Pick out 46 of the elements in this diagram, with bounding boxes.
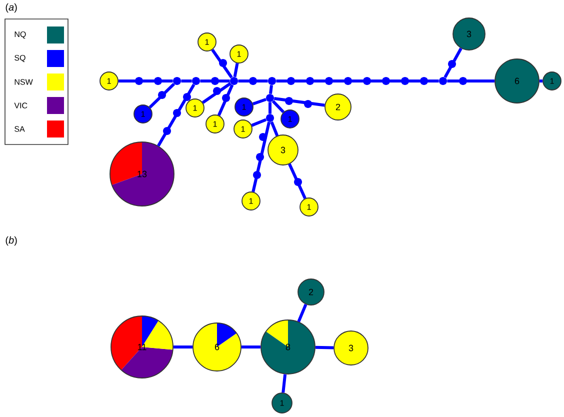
- network-link: [447, 80, 495, 82]
- legend-label: VIC: [14, 102, 28, 108]
- network-link: [211, 48, 233, 78]
- legend-label: NSW: [14, 79, 33, 85]
- network-link: [288, 163, 306, 200]
- network-link: [233, 63, 239, 78]
- network-link: [539, 80, 543, 82]
- network-link: [202, 82, 232, 104]
- network-link: [157, 84, 196, 147]
- pie-chart-node: 13: [110, 142, 174, 206]
- network-link: [315, 346, 334, 350]
- network-link: [118, 80, 173, 82]
- network-link: [217, 84, 234, 116]
- network-link: [268, 102, 272, 114]
- network-link: [282, 374, 287, 393]
- pie-chart-node: 6: [192, 322, 242, 372]
- legend-label: SQ: [14, 54, 26, 62]
- pie-chart-node: 8: [260, 320, 316, 374]
- network-link: [272, 100, 285, 114]
- panel-label: (b): [6, 236, 17, 246]
- junction-dot: [266, 114, 274, 122]
- network-link: [251, 118, 267, 127]
- junction-dot: [173, 77, 181, 85]
- network-link: [252, 122, 271, 192]
- network-link: [276, 80, 439, 82]
- network-link: [297, 304, 308, 322]
- network-link: [241, 346, 261, 348]
- junction-dot: [192, 77, 200, 85]
- junction-dot: [230, 77, 238, 85]
- junction-dot: [268, 77, 276, 85]
- network-link: [200, 80, 230, 82]
- network-link: [173, 346, 193, 348]
- network-link: [148, 82, 176, 108]
- panel-label: (a): [6, 3, 17, 13]
- legend-label: NQ: [14, 31, 26, 39]
- network-link: [252, 98, 267, 106]
- network-link: [270, 121, 279, 136]
- network-link: [274, 97, 325, 107]
- network-link: [444, 48, 462, 78]
- legend-label: SA: [14, 126, 25, 132]
- network-link: [238, 80, 268, 82]
- junction-dot: [266, 94, 274, 102]
- network-link: [181, 80, 192, 82]
- junction-dot: [439, 77, 447, 85]
- pie-chart-node: 11: [110, 316, 174, 378]
- network-link: [269, 84, 273, 94]
